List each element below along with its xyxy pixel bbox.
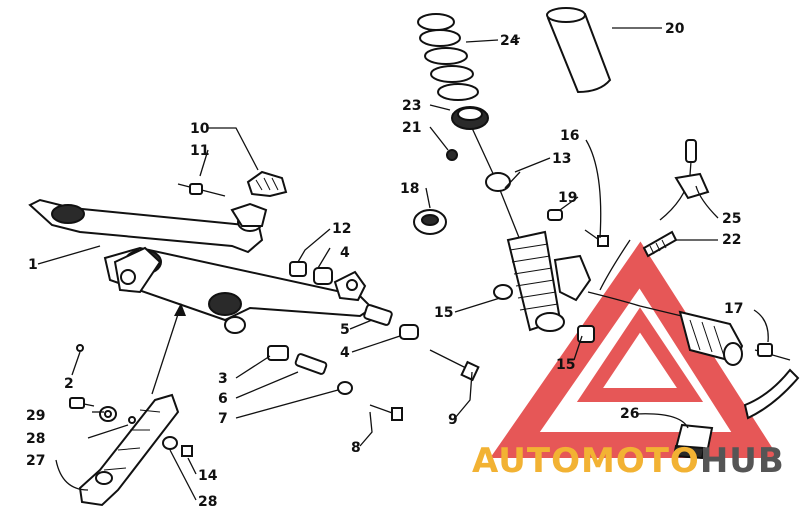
callout-1: 1 [28,257,38,273]
callout-13: 13 [552,151,571,167]
callout-10: 10 [190,121,210,137]
callout-28a: 28 [26,431,45,447]
callout-20: 20 [665,21,685,37]
callout-26: 26 [620,406,639,422]
shock-absorber [413,127,609,343]
callout-25: 25 [722,211,741,227]
callout-2: 2 [64,376,74,392]
spring-part [417,13,489,130]
callout-18: 18 [400,181,419,197]
watermark-text: AUTOMOTOHUB [472,441,785,481]
callout-6: 6 [218,391,228,407]
callout-4a: 4 [340,245,350,261]
callout-19: 19 [558,190,577,206]
boot-part [546,7,612,94]
callout-22: 22 [722,232,741,248]
callout-7: 7 [218,411,228,427]
callout-12: 12 [332,221,351,237]
cable-assembly [587,139,800,460]
suspension-frame [28,198,374,334]
bolt-part [177,183,226,197]
callout-16: 16 [560,128,579,144]
watermark-logo [490,241,779,458]
bushings-and-spacers [76,261,480,421]
callout-29: 29 [26,408,45,424]
callout-5: 5 [340,322,350,338]
callout-15b: 15 [556,357,575,373]
callout-11: 11 [190,143,209,159]
callout-labels: 1 2 3 4 4 5 6 7 8 9 10 11 12 13 14 15 15… [26,21,743,510]
bracket-part [230,170,288,227]
callout-27: 27 [26,453,45,469]
callout-14: 14 [198,468,218,484]
callout-17: 17 [724,301,743,317]
callout-23: 23 [402,98,421,114]
callout-8: 8 [351,440,361,456]
callout-3: 3 [218,371,228,387]
assembly-arrow [151,303,186,395]
link-part [69,393,193,507]
leader-lines [37,27,769,501]
callout-21: 21 [402,120,421,136]
callout-9: 9 [448,412,458,428]
callout-15a: 15 [434,305,453,321]
callout-28b: 28 [198,494,217,510]
watermark-auto: AUTOMOTOHUB [472,441,785,481]
nut-part [446,149,458,161]
callout-24: 24 [500,33,520,49]
callout-4b: 4 [340,345,350,361]
